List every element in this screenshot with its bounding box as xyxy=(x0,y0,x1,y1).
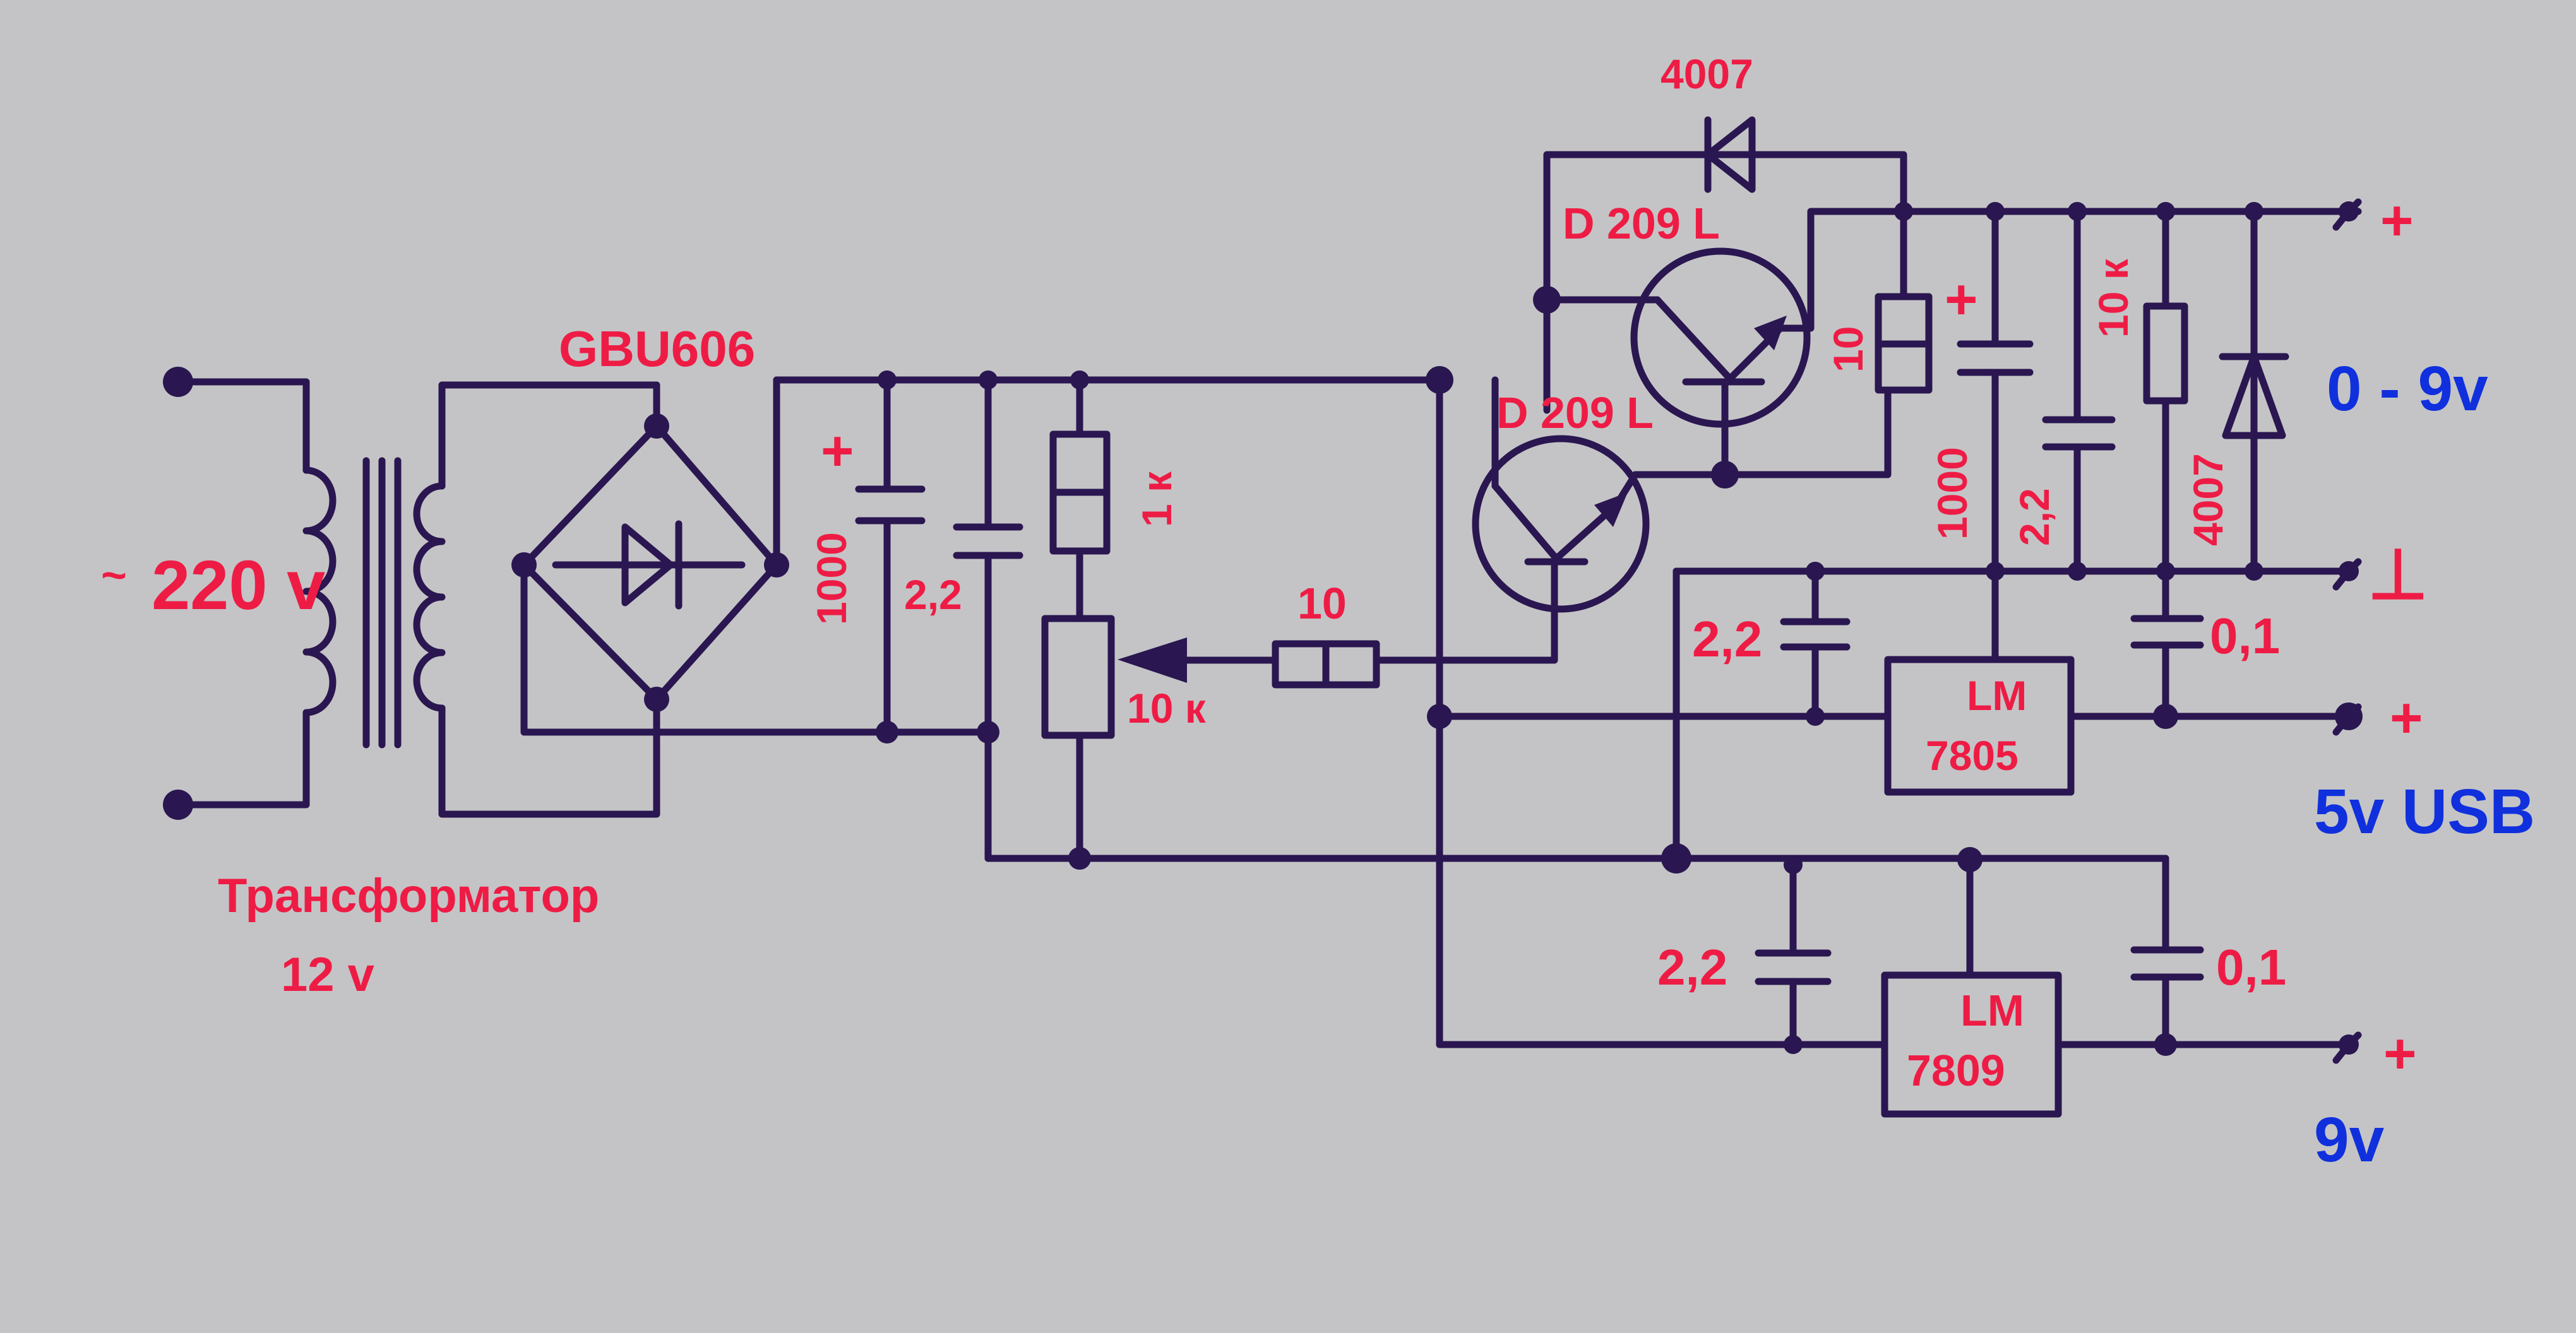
transformer-voltage-label: 12 v xyxy=(281,948,374,1002)
out3-plus: + xyxy=(2383,1022,2417,1086)
pot-label: 10 к xyxy=(1127,685,1207,732)
transistor-q2 xyxy=(1472,376,1892,613)
regulator-7809-section xyxy=(1436,843,2362,1118)
cap-out-small-label: 2,2 xyxy=(2011,488,2058,546)
ac-input-label: 220 v xyxy=(152,547,325,624)
out2-plus: + xyxy=(2390,687,2423,750)
output-adjustable xyxy=(1673,198,2362,663)
bridge-rectifier xyxy=(511,376,992,736)
reg2-name-line2: 7809 xyxy=(1907,1046,2005,1095)
res-top-label: 1 к xyxy=(1133,471,1180,527)
cap-main-plus: + xyxy=(821,420,854,483)
input-filter xyxy=(773,366,1680,870)
diode-top xyxy=(1704,116,1756,193)
out1-minus: ⊥ xyxy=(2368,536,2428,613)
res-load-label: 10 к xyxy=(2090,258,2137,338)
transformer-symbol xyxy=(302,381,660,818)
transistor-q1 xyxy=(1533,151,1907,478)
out2-label: 5v USB xyxy=(2314,776,2535,847)
out1-plus: + xyxy=(2380,189,2414,252)
transformer-name-label: Трансформатор xyxy=(218,869,599,923)
diode-top-label: 4007 xyxy=(1661,50,1753,97)
bridge-label: GBU606 xyxy=(559,321,755,377)
reg2-cap-out-label: 0,1 xyxy=(2216,939,2286,995)
res-base-label: 10 xyxy=(1297,579,1347,628)
transistor-2-label: D 209 L xyxy=(1496,388,1654,437)
out3-label: 9v xyxy=(2314,1105,2385,1175)
reg2-cap-in-label: 2,2 xyxy=(1657,939,1727,995)
cap-out-plus: + xyxy=(1945,268,1978,331)
reg1-name-line2: 7805 xyxy=(1926,732,2018,779)
ac-input-terminals xyxy=(163,367,310,820)
reg1-name-line1: LM xyxy=(1967,672,2027,719)
ac-symbol-label: ~ xyxy=(101,550,127,600)
cap-out-label: 1000 xyxy=(1929,447,1976,540)
out1-label: 0 - 9v xyxy=(2327,353,2488,424)
cap-main-label: 1000 xyxy=(808,532,855,625)
res-out-label: 10 xyxy=(1825,326,1871,372)
diode-out-label: 4007 xyxy=(2185,453,2231,546)
reg2-name-line1: LM xyxy=(1960,986,2024,1035)
transistor-1-label: D 209 L xyxy=(1563,199,1720,248)
regulator-7805-section xyxy=(1427,376,2363,1048)
reg1-cap-in-label: 2,2 xyxy=(1692,611,1762,667)
reg1-cap-out-label: 0,1 xyxy=(2210,608,2280,664)
cap-in-label: 2,2 xyxy=(904,571,962,618)
